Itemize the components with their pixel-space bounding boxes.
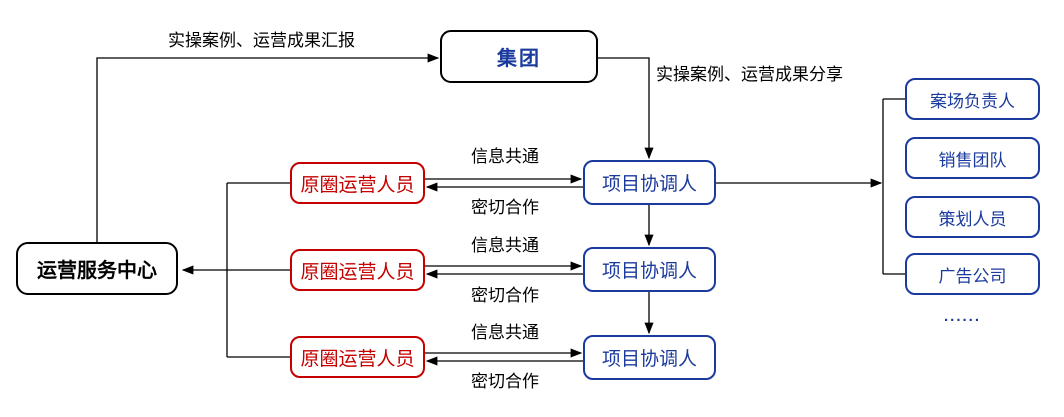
edge-group-to-coordinator [598, 57, 654, 160]
node-group: 集团 [440, 30, 598, 83]
node-coordinator-3: 项目协调人 [583, 335, 716, 380]
node-operator-3: 原圈运营人员 [290, 336, 425, 378]
node-partner-planning-staff: 策划人员 [905, 196, 1040, 238]
partners-ellipsis: ...... [944, 308, 982, 325]
node-coordinator-2: 项目协调人 [583, 247, 716, 292]
node-operations-center: 运营服务中心 [16, 242, 178, 295]
label-share: 实操案例、运营成果分享 [656, 65, 843, 84]
node-partner-site-manager: 案场负责人 [905, 78, 1040, 120]
node-operator-2: 原圈运营人员 [290, 249, 425, 291]
node-partner-sales-team: 销售团队 [905, 137, 1040, 179]
label-info-row1: 信息共通 [471, 147, 539, 166]
edge-center-to-group [96, 53, 440, 242]
label-coop-row2: 密切合作 [471, 286, 539, 305]
label-info-row3: 信息共通 [471, 323, 539, 342]
node-partner-ad-company: 广告公司 [905, 253, 1040, 295]
node-coordinator-1: 项目协调人 [583, 160, 716, 205]
label-info-row2: 信息共通 [471, 236, 539, 255]
label-coop-row3: 密切合作 [471, 372, 539, 391]
label-coop-row1: 密切合作 [471, 198, 539, 217]
node-operator-1: 原圈运营人员 [290, 162, 425, 204]
label-report: 实操案例、运营成果汇报 [168, 31, 355, 50]
